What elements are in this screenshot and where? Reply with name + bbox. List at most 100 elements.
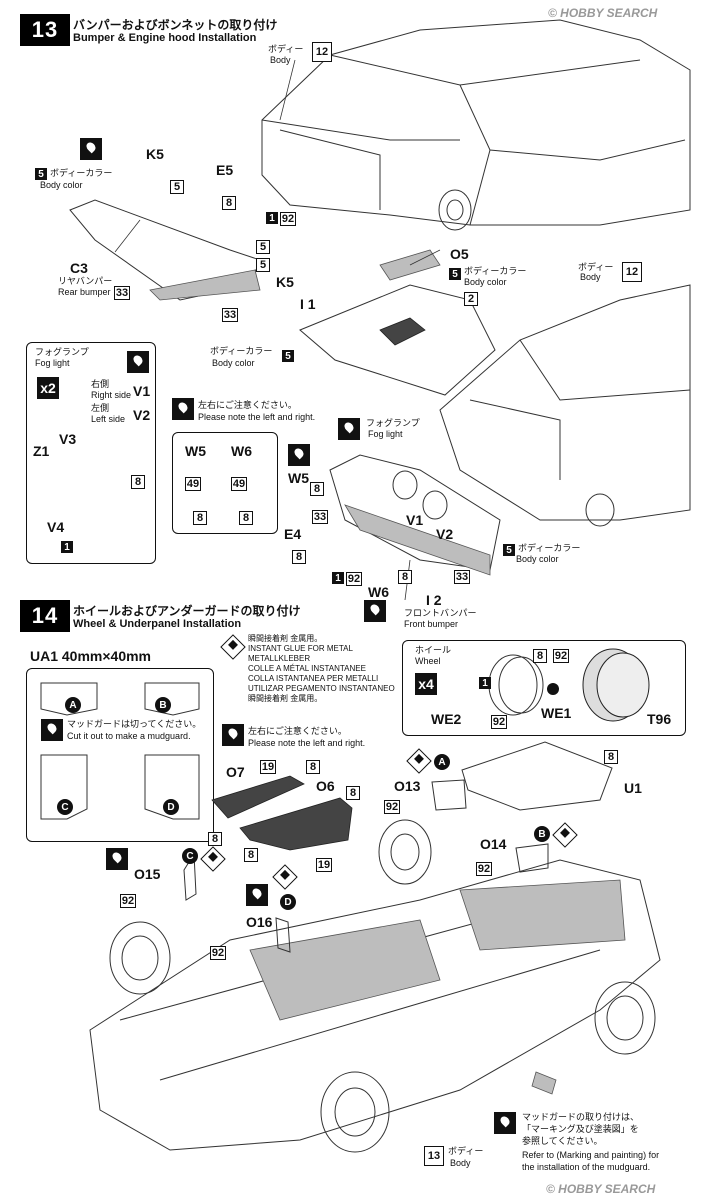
- body-label-en-2: Body: [580, 272, 601, 282]
- paint-icon-note: [172, 398, 194, 420]
- part-v4: V4: [47, 519, 65, 535]
- o14-ref-92: 92: [476, 862, 492, 876]
- front-ref-33-b: 33: [454, 570, 470, 584]
- note14-jp: 左右にご注意ください。: [248, 726, 347, 736]
- o15-ref-92: 92: [120, 894, 136, 908]
- part-o15: O15: [134, 866, 161, 882]
- o7-ref-8: 8: [306, 760, 320, 774]
- hood-color-jp: ボディーカラー: [210, 346, 273, 356]
- part-w5: W5: [185, 443, 206, 459]
- part-t96: T96: [647, 711, 672, 727]
- mud-note-en-2: the installation of the mudguard.: [522, 1162, 651, 1172]
- w5-main-ref-8: 8: [310, 482, 324, 496]
- fog-paint-ref-1: 1: [61, 541, 73, 553]
- cut-note-en: Cut it out to make a mudguard.: [67, 731, 191, 741]
- body-part-13: 13: [424, 1146, 444, 1166]
- right-side-jp: 右側: [91, 379, 110, 389]
- paint-ref-5-f: 5: [282, 350, 294, 362]
- wheel-ref-1: 1: [479, 677, 491, 689]
- mud-note-jp-2: 「マーキング及び塗装図」を: [522, 1124, 639, 1134]
- step-14-number: 14: [20, 600, 70, 632]
- part-v2: V2: [133, 407, 151, 423]
- badge-d: D: [163, 799, 179, 815]
- front-bumper-en: Front bumper: [404, 619, 459, 629]
- we2-ref-92: 92: [491, 715, 507, 729]
- mud-note-jp-3: 参照してください。: [522, 1136, 603, 1146]
- e4-ref-8: 8: [292, 550, 306, 564]
- fog-paint-ref-8: 8: [131, 475, 145, 489]
- part-u1: U1: [624, 780, 642, 796]
- step-14-title-jp: ホイールおよびアンダーガードの取り付け: [73, 604, 301, 618]
- part-o14: O14: [480, 836, 507, 852]
- o6-ref-8-b: 8: [244, 848, 258, 862]
- rear-bumper-jp: リヤバンパー: [58, 276, 113, 286]
- paint-ref-5-c: 5: [256, 240, 270, 254]
- w5-w6-panel: W5 W6 49 49 8 8: [172, 432, 278, 534]
- part-c3: C3: [70, 260, 88, 276]
- step-13-number: 13: [20, 14, 70, 46]
- paint-ref-8: 8: [222, 196, 236, 210]
- paint-ref-33-b: 33: [222, 308, 238, 322]
- part-o6: O6: [316, 778, 335, 794]
- part-z1: Z1: [33, 443, 50, 459]
- paint-ref-33: 33: [114, 286, 130, 300]
- o7-ref-19: 19: [260, 760, 276, 774]
- part-w6-main: W6: [368, 584, 389, 600]
- badge-c-o15: C: [182, 848, 198, 864]
- watermark-top: © HOBBY SEARCH: [548, 6, 658, 20]
- note-jp: 左右にご注意ください。: [198, 400, 297, 410]
- wheel-jp: ホイール: [415, 645, 452, 655]
- body-label-en: Body: [270, 55, 291, 65]
- watermark: © HOBBY SEARCH: [546, 1182, 656, 1196]
- mudguard-shapes: [40, 682, 200, 820]
- glue-line: COLLA ISTANTANEA PER METALLI: [248, 674, 379, 683]
- glue-line: INSTANT GLUE FOR METAL: [248, 644, 353, 653]
- w5-ref-49: 49: [185, 477, 201, 491]
- fog-light-panel: フォグランプ Fog light x2 右側 Right side V1 左側 …: [26, 342, 156, 564]
- e4-ref-1: 1: [332, 572, 344, 584]
- part-o7: O7: [226, 764, 245, 780]
- step-14-title-en: Wheel & Underpanel Installation: [73, 618, 242, 630]
- w5-ref-8: 8: [193, 511, 207, 525]
- paint-icon-note-14: [222, 724, 244, 746]
- paint-ref-92: 92: [280, 212, 296, 226]
- paint-icon-fog2: [338, 418, 360, 440]
- paint-ref-5-e: 5: [449, 268, 461, 280]
- o6-ref-19: 19: [316, 858, 332, 872]
- part-e4: E4: [284, 526, 302, 542]
- u1-ref-8: 8: [604, 750, 618, 764]
- paint-icon-mud: [494, 1112, 516, 1134]
- o7-ref-8-b: 8: [208, 832, 222, 846]
- front-paint-5: 5: [503, 544, 515, 556]
- part-o16: O16: [246, 914, 273, 930]
- part-k5: K5: [146, 146, 164, 162]
- glue-line: 瞬間接着剤 金属用。: [248, 694, 323, 703]
- part-i2: I 2: [426, 592, 442, 608]
- fog-light-jp-2: フォグランプ: [366, 418, 420, 428]
- fog-light-en-2: Fog light: [368, 429, 403, 439]
- w6-main-ref-8: 8: [398, 570, 412, 584]
- e4-ref-92: 92: [346, 572, 362, 586]
- paint-icon-front: [364, 600, 386, 622]
- quantity-x4: x4: [415, 673, 437, 695]
- part-w5-main: W5: [288, 470, 309, 486]
- cut-note-jp: マッドガードは切ってください。: [67, 719, 202, 729]
- part-v2-main: V2: [436, 526, 454, 542]
- paint-color-jp: ボディーカラー: [50, 168, 113, 178]
- body-part-number: 12: [312, 42, 332, 62]
- glue-line: 瞬間接着剤 金属用。: [248, 634, 323, 643]
- wheel-shapes: [488, 648, 650, 722]
- glue-line: COLLE A MÉTAL INSTANTANEE: [248, 664, 366, 673]
- front-color-jp: ボディーカラー: [518, 543, 581, 553]
- glue-line: METALLKLEBER: [248, 654, 311, 663]
- mudguard-panel: A B マッドガードは切ってください。 Cut it out to make a…: [26, 668, 214, 842]
- paint-icon-fog: [127, 351, 149, 373]
- wheel-ref-8: 8: [533, 649, 547, 663]
- paint-ref-5-d: 5: [256, 258, 270, 272]
- paint-icon-o15: [106, 848, 128, 870]
- wheel-panel: ホイール Wheel x4 1 8 92 WE2 92 WE1 T96: [402, 640, 686, 736]
- o16-ref-92: 92: [210, 946, 226, 960]
- body-label-jp-2: ボディー: [578, 262, 614, 272]
- glue-line: UTILIZAR PEGAMENTO INSTANTANEO: [248, 684, 395, 693]
